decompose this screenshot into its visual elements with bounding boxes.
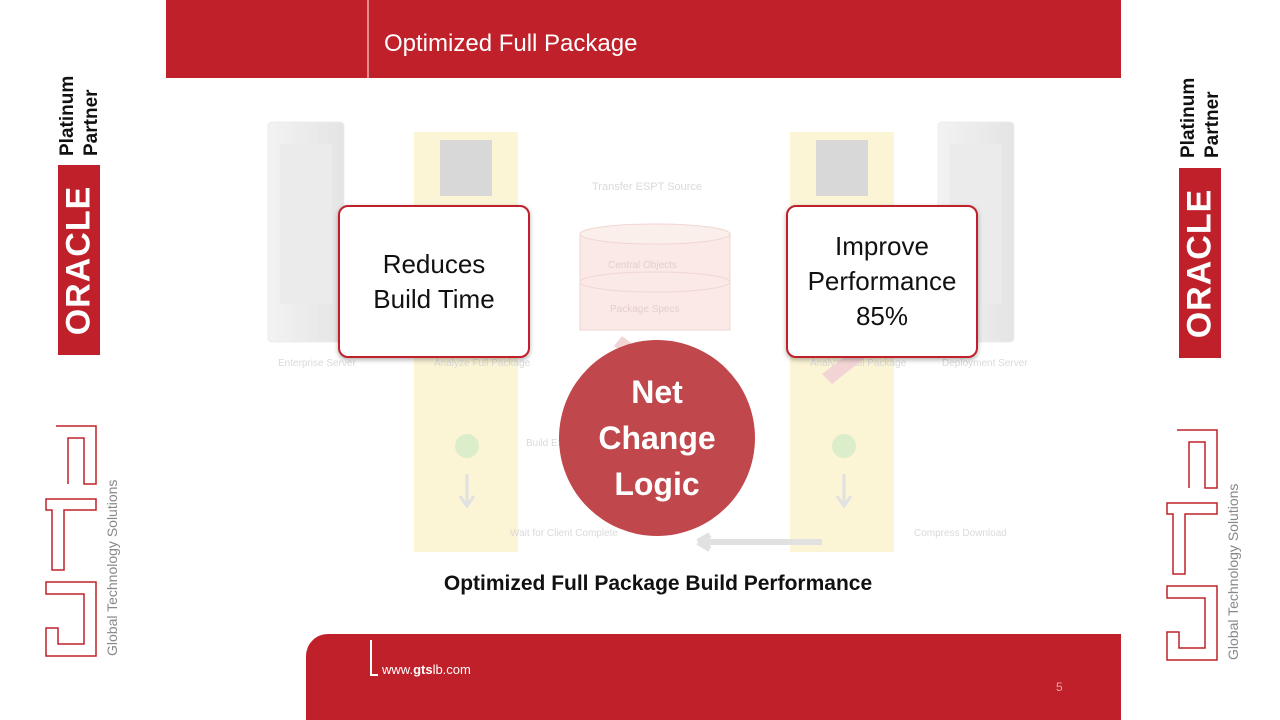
partner-line1: Platinum bbox=[57, 75, 78, 156]
gts-tagline: Global Technology Solutions bbox=[1225, 483, 1241, 660]
gear-icon bbox=[455, 434, 479, 458]
footer-bar bbox=[306, 634, 1121, 720]
wait-client-label: Wait for Client Complete bbox=[510, 528, 618, 539]
gts-logo bbox=[45, 425, 97, 657]
arrow-down-icon bbox=[835, 474, 853, 509]
deployment-server-label: Deployment Server bbox=[942, 358, 1028, 369]
gts-tagline: Global Technology Solutions bbox=[104, 479, 120, 656]
header-bar bbox=[166, 0, 1121, 78]
build-label: Build ESPT bbox=[526, 438, 577, 449]
callout-improve-performance: Improve Performance 85% bbox=[786, 205, 978, 358]
figure-caption: Optimized Full Package Build Performance bbox=[443, 572, 873, 595]
footer-url[interactable]: www.gtslb.com bbox=[382, 662, 471, 677]
net-change-logic-circle: Net Change Logic bbox=[559, 340, 755, 536]
gts-logo bbox=[1166, 429, 1218, 661]
enterprise-server-icon bbox=[267, 121, 345, 343]
analyze-package-label-right: Analyze Full Package bbox=[810, 358, 907, 369]
gear-icon bbox=[832, 434, 856, 458]
partner-label: Platinum Partner bbox=[56, 76, 104, 156]
partner-line2: Partner bbox=[1202, 91, 1223, 158]
arrow-left-icon bbox=[696, 532, 822, 552]
compress-label: Compress Download bbox=[914, 528, 1007, 539]
package-specs-label: Package Specs bbox=[610, 304, 680, 315]
analyze-package-label-left: Analyze Full Package bbox=[434, 358, 531, 369]
enterprise-server-label: Enterprise Server bbox=[278, 358, 356, 369]
footer-divider bbox=[370, 640, 378, 676]
oracle-logo: ORACLE bbox=[58, 165, 100, 355]
database-icon bbox=[579, 223, 731, 331]
partner-line2: Partner bbox=[81, 89, 102, 156]
central-objects-label: Central Objects bbox=[608, 260, 677, 271]
arrow-down-icon bbox=[458, 474, 476, 509]
slide: Optimized Full Package Enterprise Server… bbox=[166, 0, 1121, 720]
transfer-label: Transfer ESPT Source bbox=[592, 181, 702, 193]
header-divider bbox=[367, 0, 369, 78]
slide-title: Optimized Full Package bbox=[384, 30, 638, 57]
left-branding: Platinum Partner ORACLE Global Technolog… bbox=[0, 0, 166, 720]
oracle-logo: ORACLE bbox=[1179, 168, 1221, 358]
partner-line1: Platinum bbox=[1178, 77, 1199, 158]
right-branding: Platinum Partner ORACLE Global Technolog… bbox=[1121, 0, 1280, 720]
partner-label: Platinum Partner bbox=[1177, 78, 1225, 158]
callout-reduces-build-time: Reduces Build Time bbox=[338, 205, 530, 358]
page-number: 5 bbox=[1056, 680, 1063, 694]
